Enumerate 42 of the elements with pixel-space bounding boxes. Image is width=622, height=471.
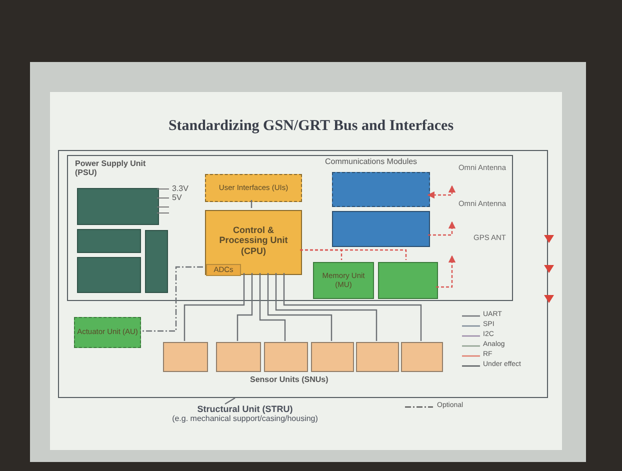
connector — [300, 249, 407, 260]
empty-box — [145, 230, 168, 293]
frame-outline — [67, 155, 513, 301]
empty-box — [356, 342, 399, 372]
empty-box — [332, 211, 430, 247]
empty-box — [77, 229, 141, 253]
connector — [250, 200, 252, 208]
optional-module-box — [74, 317, 141, 348]
connector — [427, 185, 456, 199]
optional-module-box — [205, 174, 302, 202]
connector — [140, 266, 203, 332]
empty-box — [77, 257, 141, 293]
empty-box — [264, 342, 308, 372]
voltage-label: 5V — [172, 194, 182, 203]
connector — [267, 273, 332, 341]
group-heading: Sensor Units (SNUs) — [250, 376, 328, 385]
slide-title: Standardizing GSN/GRT Bus and Interfaces — [167, 118, 455, 134]
leader-line — [224, 397, 236, 405]
empty-box — [401, 342, 443, 372]
connector — [428, 221, 456, 236]
empty-box — [378, 262, 438, 299]
empty-box — [311, 342, 354, 372]
frame-outline — [58, 150, 548, 398]
module-box — [313, 262, 374, 299]
adc-box — [206, 264, 241, 276]
structural-unit-note: (e.g. mechanical support/casing/housing) — [172, 414, 318, 424]
connector — [259, 273, 286, 341]
connector — [184, 273, 245, 341]
empty-box — [216, 342, 261, 372]
structural-unit-name: Structural Unit (STRU) — [197, 404, 293, 414]
connector — [436, 255, 456, 288]
empty-box — [77, 188, 159, 225]
processing-box — [205, 210, 302, 275]
connector — [275, 273, 378, 341]
connector — [283, 273, 422, 341]
empty-box — [332, 172, 430, 207]
voltage-label: 3.3V — [172, 185, 188, 194]
connector — [236, 273, 253, 341]
group-heading: Communications Modules — [325, 158, 418, 167]
empty-box — [163, 342, 208, 372]
node-label: Control & Processing Unit (CPU) — [218, 225, 289, 256]
group-heading: Power Supply Unit (PSU) — [75, 160, 147, 178]
